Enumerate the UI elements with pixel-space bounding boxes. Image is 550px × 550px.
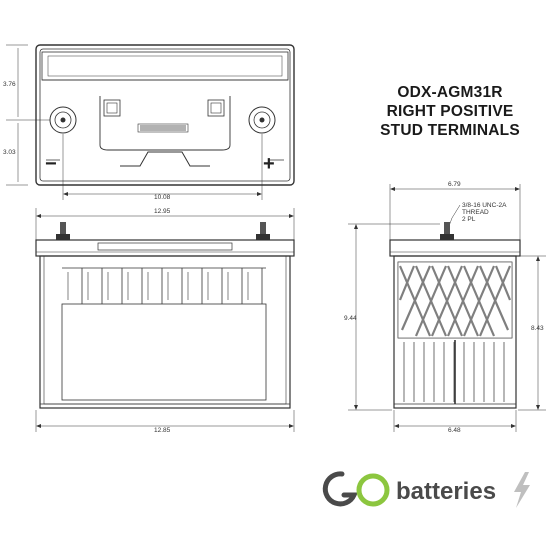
thread-note-line3: 2 PL	[462, 216, 476, 223]
negative-symbol: −	[45, 153, 57, 175]
go-batteries-logo: batteries	[320, 466, 540, 512]
go-glyph-icon	[322, 471, 390, 507]
positive-stud-front	[256, 222, 270, 240]
positive-symbol: +	[263, 153, 275, 175]
title-model: ODX-AGM31R	[397, 84, 503, 101]
side-lattice	[398, 265, 512, 337]
body-length-dim: 12.85	[154, 427, 171, 434]
title-terminal-type: STUD TERMINALS	[380, 122, 520, 139]
top-view: − + 3.76 3.03 10.08	[3, 44, 295, 201]
top-height-upper-dim: 3.76	[3, 81, 16, 88]
side-top-width-dim: 6.79	[448, 181, 461, 188]
side-view: 6.79 3/8-16 UNC-2A THREAD 2 PL 9.44	[344, 181, 546, 434]
side-bottom-width-dim: 6.48	[448, 427, 461, 434]
side-case-height-dim: 8.43	[531, 325, 544, 332]
terminal-spacing-dim: 10.08	[154, 194, 171, 201]
top-height-lower-dim: 3.03	[3, 149, 16, 156]
negative-terminal-top	[49, 106, 77, 134]
thread-note-line1: 3/8-16 UNC-2A	[462, 202, 507, 209]
title-terminal-side: RIGHT POSITIVE	[386, 103, 514, 120]
thread-note-line2: THREAD	[462, 209, 489, 216]
lightning-bolt-icon	[514, 472, 530, 508]
top-width-dim: 12.95	[154, 208, 171, 215]
negative-stud-front	[56, 222, 70, 240]
side-stud	[440, 222, 454, 240]
brand-text: batteries	[396, 478, 496, 505]
positive-terminal-top	[248, 106, 276, 134]
front-view: 12.95 12.85	[35, 208, 295, 434]
side-total-height-dim: 9.44	[344, 315, 357, 322]
